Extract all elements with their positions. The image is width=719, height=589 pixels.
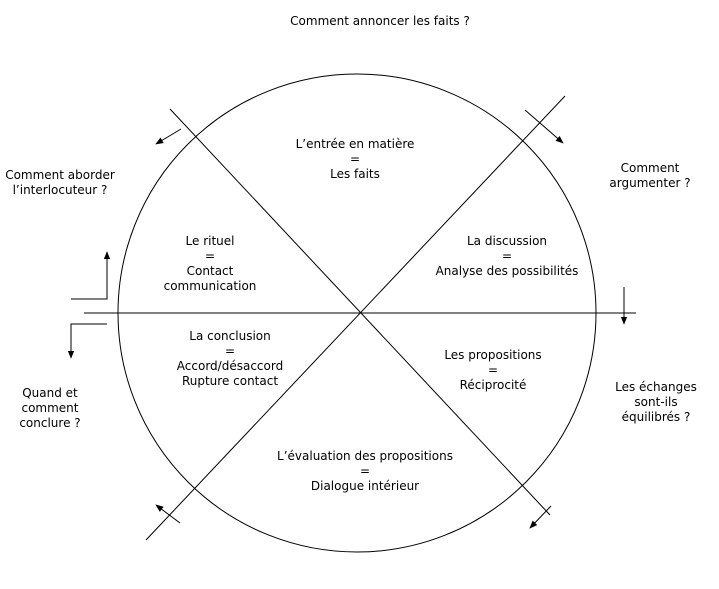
sector-top-line: = — [349, 152, 361, 166]
question-bottom-right-line: équilibrés ? — [621, 410, 691, 424]
sector-upper-left-line: Contact — [186, 264, 234, 278]
sector-bottom-line: = — [359, 464, 371, 478]
sector-bottom: L’évaluation des propositions = Dialogue… — [260, 449, 470, 494]
question-bottom-left: Quand et comment conclure ? — [10, 386, 90, 431]
sector-lower-left: La conclusion = Accord/désaccord Rupture… — [160, 329, 300, 389]
sector-lower-right-line: Les propositions — [444, 348, 542, 362]
question-left-line: l’interlocuteur ? — [12, 183, 108, 197]
sector-upper-right-line: La discussion — [466, 234, 548, 248]
arrow-left-up — [71, 251, 111, 300]
arrow-top-right — [524, 109, 564, 144]
sector-top: L’entrée en matière = Les faits — [275, 137, 435, 182]
question-bottom-right-line: sont-ils — [634, 395, 678, 409]
sector-upper-right-line: Analyse des possibilités — [435, 264, 579, 278]
sector-upper-right-line: = — [501, 249, 513, 263]
diagonal-divider-descending — [169, 108, 551, 516]
sector-upper-left-line: Le rituel — [185, 234, 235, 248]
sector-lower-left-line: La conclusion — [189, 329, 271, 343]
question-left: Comment aborder l’interlocuteur ? — [0, 168, 120, 198]
question-top: Comment annoncer les faits ? — [250, 14, 510, 29]
question-right-line: Comment — [620, 161, 680, 175]
question-right: Comment argumenter ? — [600, 161, 700, 191]
sector-bottom-line: Dialogue intérieur — [310, 479, 420, 493]
sector-top-line: L’entrée en matière — [295, 137, 415, 151]
sector-upper-left-line: communication — [163, 279, 257, 293]
question-bottom-right: Les échanges sont-ils équilibrés ? — [604, 380, 708, 425]
question-right-line: argumenter ? — [609, 176, 691, 190]
arrow-bottom-right — [529, 505, 552, 529]
question-left-line: Comment aborder — [5, 168, 115, 182]
sector-lower-left-line: Rupture contact — [181, 374, 279, 388]
arrow-left-down — [67, 323, 107, 359]
question-top-text: Comment annoncer les faits ? — [290, 14, 470, 28]
question-bottom-left-line: conclure ? — [19, 416, 81, 430]
sector-lower-right: Les propositions = Réciprocité — [423, 348, 563, 393]
sector-lower-right-line: = — [487, 363, 499, 377]
sector-lower-right-line: Réciprocité — [459, 378, 527, 392]
question-bottom-left-line: comment — [21, 401, 79, 415]
arrow-bottom-left — [155, 504, 181, 524]
arrow-top-left — [155, 128, 182, 145]
sector-lower-left-line: = — [224, 344, 236, 358]
sector-upper-left: Le rituel = Contact communication — [150, 234, 270, 294]
diagonal-divider-ascending — [145, 95, 566, 541]
sector-bottom-line: L’évaluation des propositions — [277, 449, 453, 463]
sector-top-line: Les faits — [330, 167, 380, 181]
sector-upper-left-line: = — [204, 249, 216, 263]
sector-lower-left-line: Accord/désaccord — [176, 359, 284, 373]
question-bottom-right-line: Les échanges — [615, 380, 697, 394]
sector-upper-right: La discussion = Analyse des possibilités — [422, 234, 592, 279]
question-bottom-left-line: Quand et — [22, 386, 78, 400]
